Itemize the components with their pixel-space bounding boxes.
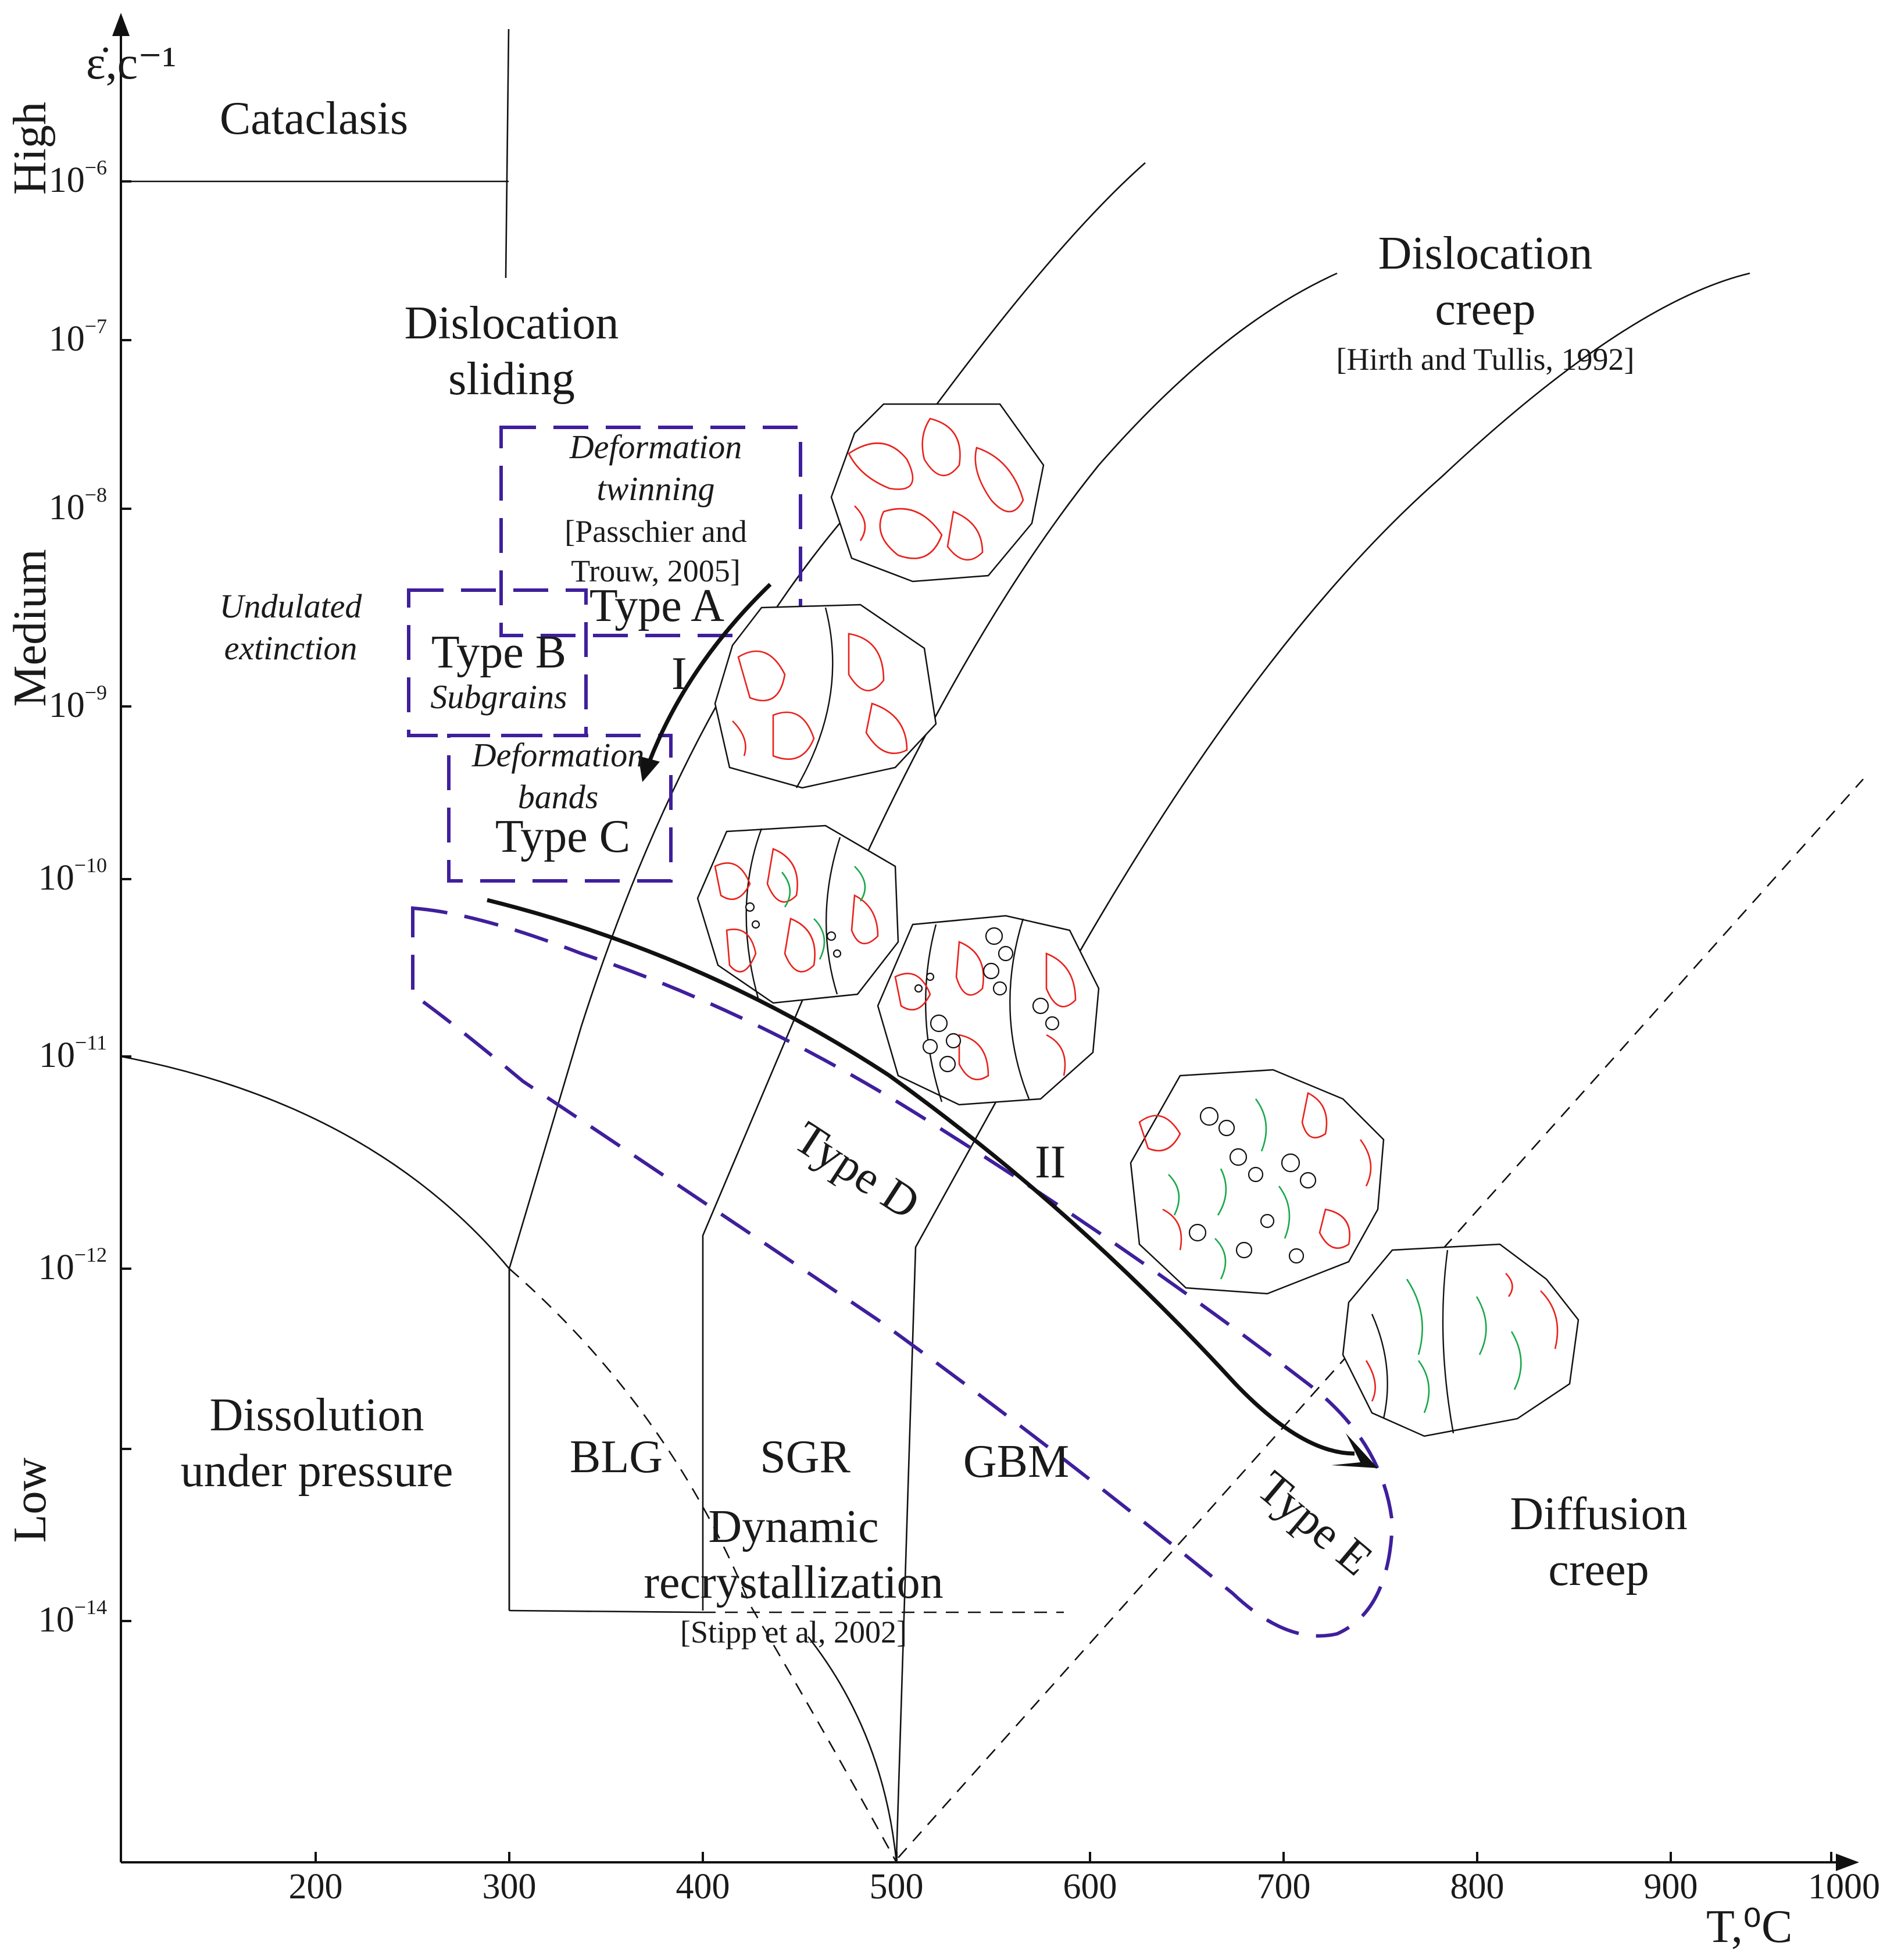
blg-label: BLG xyxy=(570,1431,663,1483)
dislocation-sliding-label-line1: Dislocation xyxy=(405,298,619,349)
y-tick-label: 10−8 xyxy=(49,483,107,527)
dissolution-boundary xyxy=(120,1055,510,1269)
dynamic-recryst-label-line1: Dynamic xyxy=(708,1501,878,1552)
type-d-e-band xyxy=(411,906,1395,1638)
x-tick-label: 300 xyxy=(483,1867,537,1907)
twinning-reference-line2: Trouw, 2005] xyxy=(571,554,741,588)
type-c-label: Type C xyxy=(495,811,630,862)
type-a-box xyxy=(499,426,802,637)
sgr-boundary xyxy=(702,272,1338,1611)
level-medium-label: Medium xyxy=(5,549,56,706)
dissolution-label-line1: Dissolution xyxy=(210,1390,424,1441)
x-tick-label: 400 xyxy=(676,1867,730,1907)
cataclasis-vertical-boundary xyxy=(505,28,510,279)
dislocation-creep-reference: [Hirth and Tullis, 1992] xyxy=(1336,342,1634,377)
twinning-reference-line1: [Passchier and xyxy=(564,514,746,549)
x-axis-arrowhead xyxy=(1836,1854,1859,1871)
dissolution-lower-curve xyxy=(807,1636,898,1863)
type-e-label: Type E xyxy=(1248,1461,1382,1586)
y-tick-label: 10−10 xyxy=(38,854,107,898)
undulated-label-line1: Undulated xyxy=(220,587,363,625)
diffusion-creep-label-line1: Diffusion xyxy=(1510,1488,1687,1540)
x-tick-label: 200 xyxy=(289,1867,343,1907)
deformation-bands-label-line2: bands xyxy=(518,778,599,816)
x-tick-label: 800 xyxy=(1450,1867,1505,1907)
subgrains-label: Subgrains xyxy=(430,678,567,716)
dynamic-recryst-label-line2: recrystallization xyxy=(644,1557,943,1608)
dissolution-label-line2: under pressure xyxy=(181,1445,453,1497)
rock-sketch-2 xyxy=(714,604,937,789)
undulated-label-line2: extinction xyxy=(224,629,358,667)
type-a-label: Type A xyxy=(589,580,724,631)
type-c-box xyxy=(447,734,673,883)
twinning-label-line2: twinning xyxy=(596,470,714,508)
type-boxes xyxy=(407,426,1395,1638)
path-ii-label: II xyxy=(1035,1137,1066,1188)
path-ii-arrowhead xyxy=(1331,1433,1378,1468)
x-tick-label: 500 xyxy=(870,1867,924,1907)
level-low-label: Low xyxy=(5,1457,56,1543)
rock-sketch-6 xyxy=(1342,1243,1579,1437)
mechanism-labels: Deformation twinning [Passchier and Trou… xyxy=(220,428,747,816)
y-tick-label: 10−6 xyxy=(49,156,107,200)
path-ii-arrow xyxy=(487,898,1355,1456)
axes: 10−6 10−7 10−8 10−9 10−10 10−11 10−12 10… xyxy=(5,13,1880,1952)
x-tick-label: 1000 xyxy=(1808,1867,1880,1907)
x-tick-label: 600 xyxy=(1063,1867,1117,1907)
dislocation-creep-label-line2: creep xyxy=(1435,284,1535,335)
rock-sketch-4 xyxy=(877,915,1100,1106)
dislocation-creep-label-line1: Dislocation xyxy=(1378,228,1593,279)
path-i-label: I xyxy=(671,648,687,699)
y-tick-label: 10−12 xyxy=(38,1243,107,1287)
type-d-label: Type D xyxy=(785,1112,928,1230)
y-axis-title: ε̇,c⁻¹ xyxy=(86,38,176,89)
rock-sketch-1 xyxy=(830,403,1045,583)
y-axis-arrowhead xyxy=(112,13,130,36)
dislocation-sliding-label-line2: sliding xyxy=(448,354,575,405)
dynamic-recryst-reference: [Stipp et al, 2002] xyxy=(680,1615,907,1650)
diffusion-creep-label-line2: creep xyxy=(1548,1544,1649,1595)
x-axis-title: T,⁰C xyxy=(1706,1901,1792,1952)
type-b-label: Type B xyxy=(431,627,566,678)
gbm-boundary xyxy=(895,272,1750,1858)
y-tick-label: 10−11 xyxy=(39,1031,107,1075)
rock-sketch-3 xyxy=(696,824,899,1004)
rock-sketch-5 xyxy=(1130,1069,1385,1295)
y-tick-label: 10−9 xyxy=(49,681,107,725)
level-high-label: High xyxy=(5,102,56,195)
x-tick-label: 900 xyxy=(1644,1867,1698,1907)
x-tick-label: 700 xyxy=(1257,1867,1311,1907)
y-tick-label: 10−7 xyxy=(49,315,107,359)
twinning-label-line1: Deformation xyxy=(569,428,742,466)
recryst-bottom-boundary xyxy=(509,1609,703,1613)
dissolution-boundary-dashed xyxy=(509,1268,898,1863)
path-i-arrow xyxy=(646,583,772,766)
path-i-arrowhead xyxy=(638,756,660,782)
gbm-label: GBM xyxy=(963,1436,1069,1487)
region-labels: Cataclasis Dislocation sliding Dislocati… xyxy=(181,93,1688,1650)
cataclasis-label: Cataclasis xyxy=(220,93,408,144)
y-tick-label: 10−14 xyxy=(38,1595,107,1640)
deformation-bands-label-line1: Deformation xyxy=(471,736,644,774)
path-arrows: I II xyxy=(487,583,1378,1468)
sgr-label: SGR xyxy=(760,1431,850,1483)
